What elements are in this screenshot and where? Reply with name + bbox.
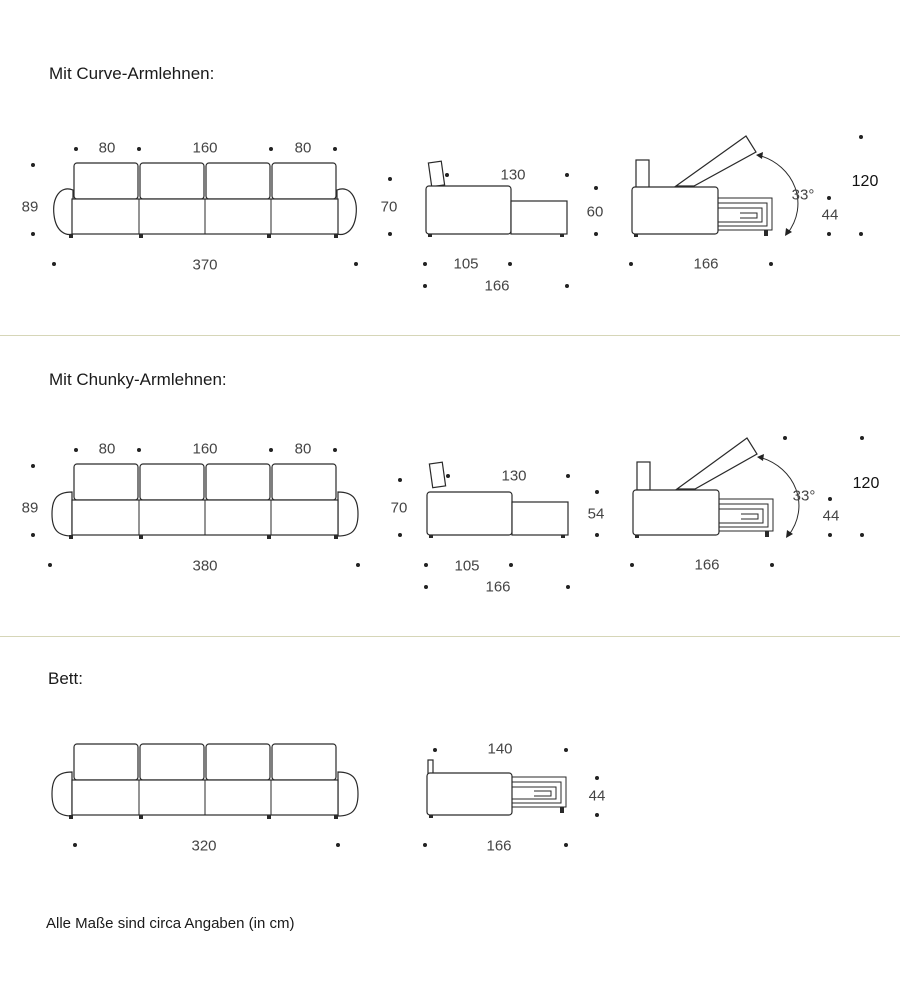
curve-recline-view — [631, 135, 799, 237]
dim-recline-seat-height: 44 — [822, 507, 840, 525]
chunky-side-view — [426, 461, 569, 538]
dim-seat-right: 80 — [294, 139, 312, 157]
dim-total-length: 166 — [485, 578, 511, 596]
dim-recline-height: 120 — [851, 173, 879, 190]
dim-bed-total-length: 166 — [486, 837, 512, 855]
dim-depth-extended: 130 — [500, 166, 526, 184]
dim-recline-height: 120 — [852, 475, 880, 492]
dim-depth-extended: 130 — [501, 467, 527, 485]
dim-width: 370 — [192, 256, 218, 274]
dim-backrest-height: 70 — [380, 198, 398, 216]
dim-recline-angle: 33° — [791, 186, 815, 204]
dim-seat-left: 80 — [98, 440, 116, 458]
footnote: Alle Maße sind circa Angaben (in cm) — [46, 915, 295, 932]
curve-side-view — [425, 160, 568, 237]
dim-total-length: 166 — [484, 277, 510, 295]
dim-recline-length: 166 — [694, 556, 720, 574]
section-divider — [0, 335, 900, 336]
dim-recline-angle: 33° — [792, 487, 816, 505]
chunky-recline-view — [632, 437, 800, 538]
dim-seat-height: 60 — [586, 203, 604, 221]
dim-seat-left: 80 — [98, 139, 116, 157]
bed-front-view — [51, 743, 359, 819]
dim-depth: 105 — [453, 255, 479, 273]
bed-side-view — [426, 759, 567, 818]
dim-recline-seat-height: 44 — [821, 206, 839, 224]
dim-seat-right: 80 — [294, 440, 312, 458]
section-heading-curve: Mit Curve-Armlehnen: — [49, 64, 215, 83]
dim-depth: 105 — [454, 557, 480, 575]
dim-seat-middle: 160 — [192, 139, 218, 157]
dim-seat-middle: 160 — [192, 440, 218, 458]
dim-bed-length: 140 — [487, 740, 513, 758]
section-heading-chunky: Mit Chunky-Armlehnen: — [49, 370, 227, 389]
dimension-dots — [31, 135, 864, 847]
dim-height: 89 — [21, 198, 39, 216]
dim-backrest-height: 70 — [390, 499, 408, 517]
chunky-front-view — [51, 463, 359, 539]
dim-width: 380 — [192, 557, 218, 575]
section-heading-bed: Bett: — [48, 669, 83, 688]
curve-front-view — [53, 162, 357, 238]
dim-seat-height: 54 — [587, 505, 605, 523]
dim-height: 89 — [21, 499, 39, 517]
section-divider — [0, 636, 900, 637]
dim-bed-width: 320 — [191, 837, 217, 855]
dim-recline-length: 166 — [693, 255, 719, 273]
dim-bed-height: 44 — [588, 787, 606, 805]
